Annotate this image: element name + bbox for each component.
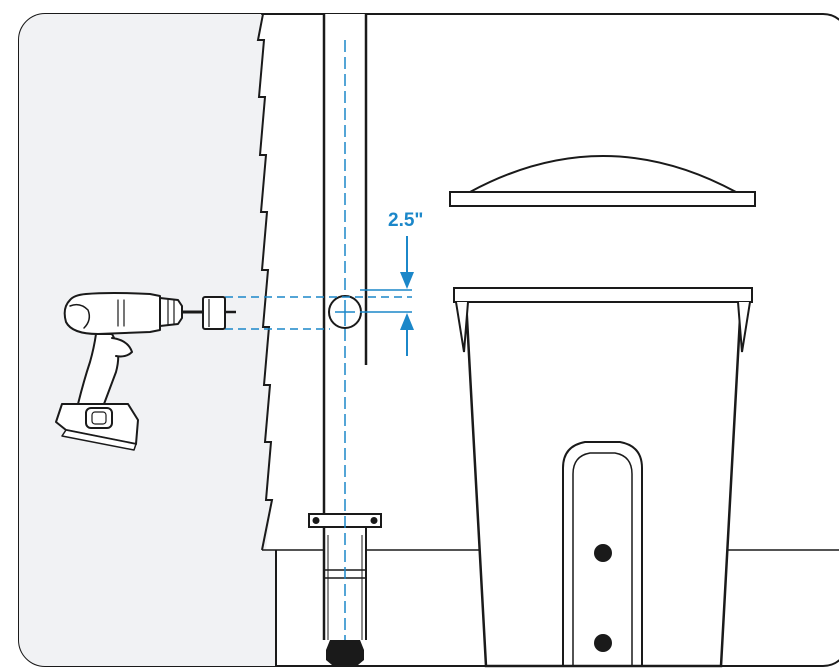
barrel-lid <box>449 155 756 207</box>
dimension-arrow-down <box>400 236 414 289</box>
dimension-arrow-up <box>400 313 414 356</box>
measurement-label: 2.5" <box>388 210 423 231</box>
barrel-spigot-hole-upper <box>594 544 612 562</box>
house-wall <box>19 14 276 666</box>
downspout-cap <box>326 640 364 665</box>
downspout <box>322 14 368 665</box>
barrel-spigot-hole-lower <box>594 634 612 652</box>
cordless-drill-icon <box>55 292 183 451</box>
siding-edge <box>256 14 274 551</box>
drill-hole-marker <box>328 295 362 329</box>
hole-saw-icon <box>183 296 236 330</box>
rain-barrel <box>453 287 753 668</box>
